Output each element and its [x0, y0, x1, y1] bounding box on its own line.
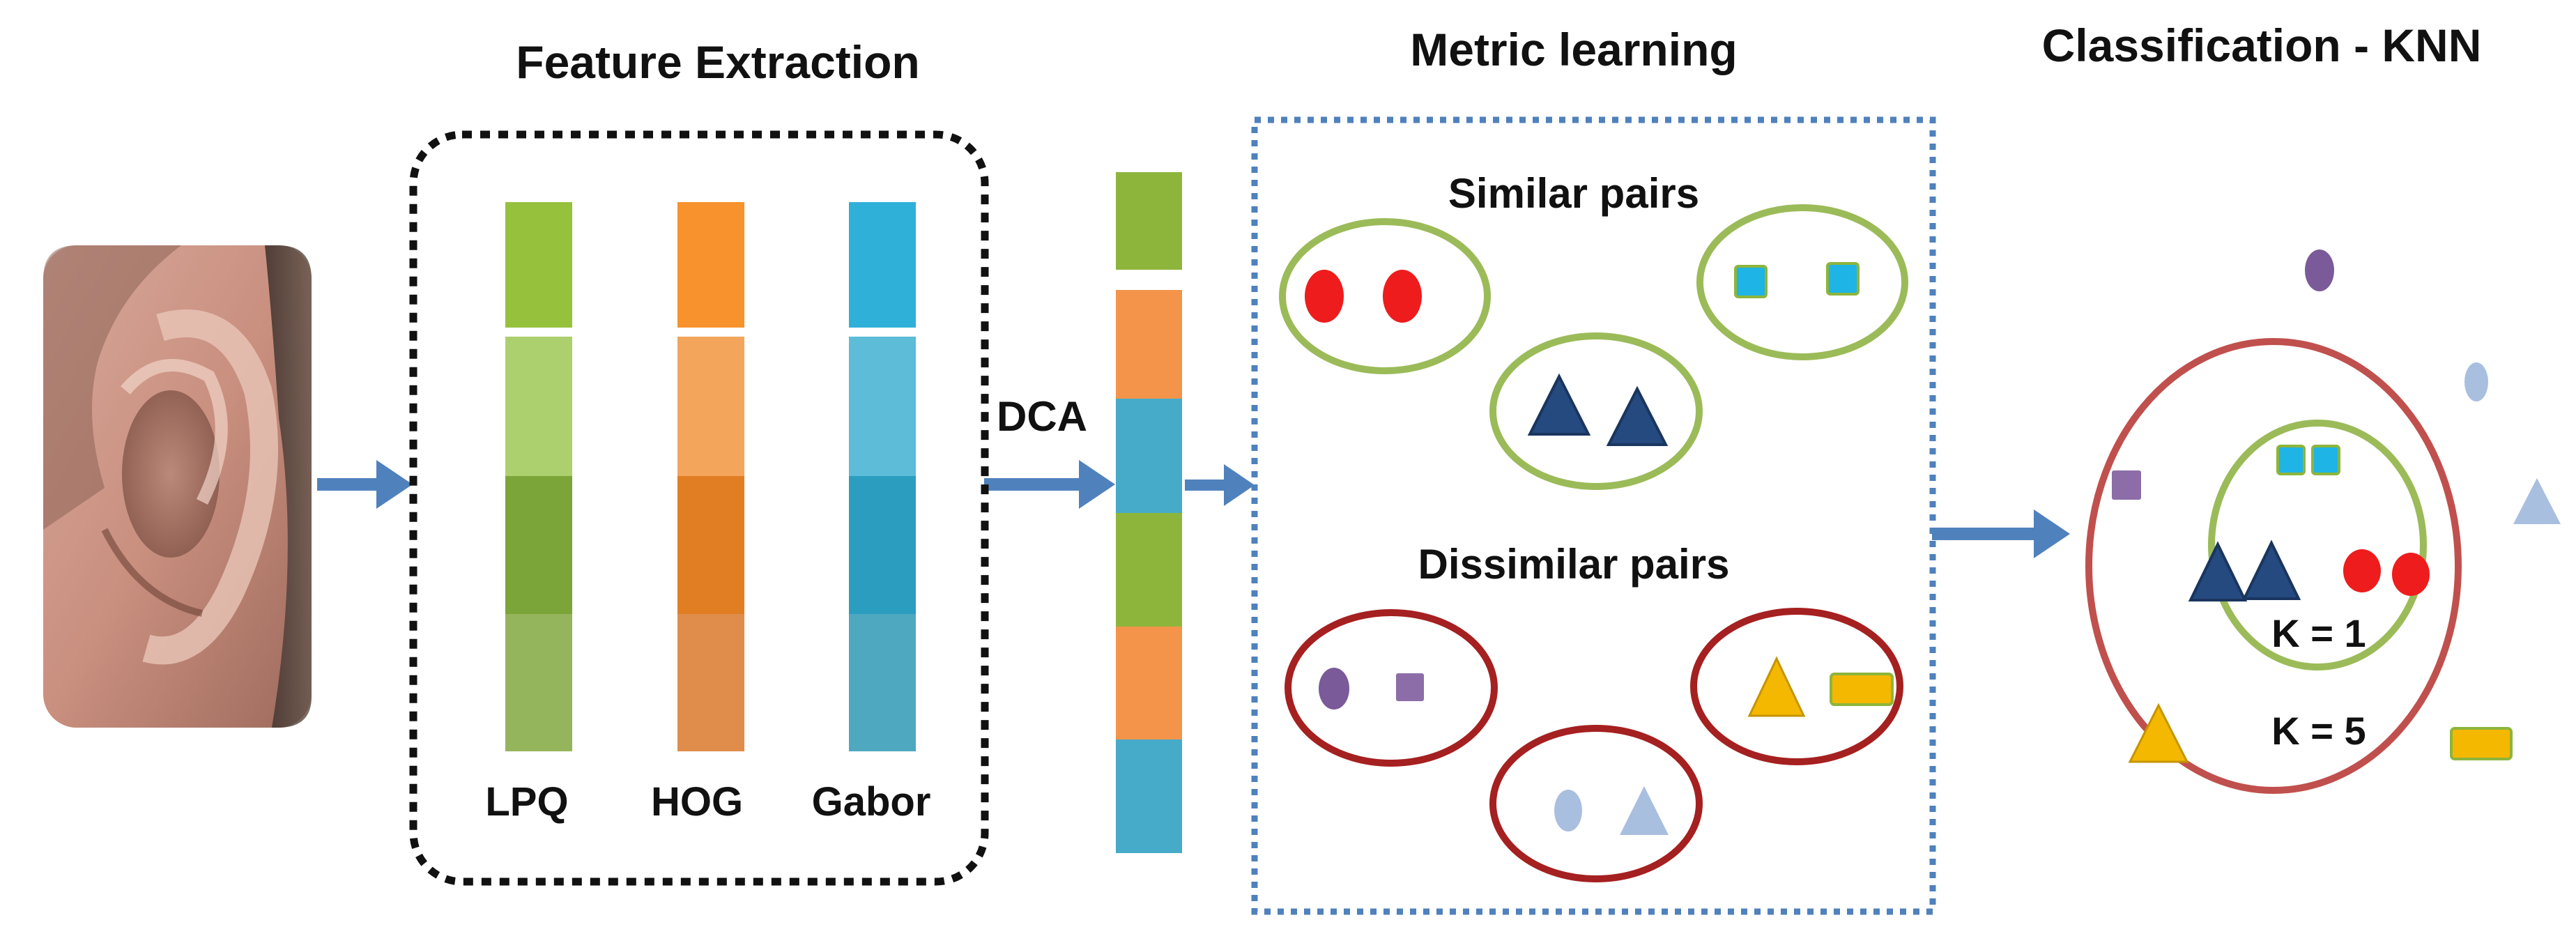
dca-label: DCA [997, 393, 1087, 440]
lightblue-triangle [2513, 478, 2561, 524]
dissimilar-pair-ring [1690, 608, 1903, 765]
similar-pair-circles [1279, 218, 1491, 374]
right-arrow-icon [984, 460, 1115, 509]
bar-separators [505, 279, 1182, 337]
gold-rectangle [1830, 673, 1894, 706]
similar-pair-ring [1279, 218, 1491, 374]
gold-triangle [1747, 656, 1806, 717]
fused-feature-bar [1116, 172, 1182, 853]
similar-pair-ring [1489, 332, 1703, 490]
k1-label: K = 1 [2271, 611, 2366, 655]
purple-square [2112, 470, 2141, 500]
red-circle [2392, 553, 2430, 596]
red-circle [1383, 270, 1422, 323]
dissimilar-pairs-label: Dissimilar pairs [1418, 541, 1730, 588]
hog-feature-bar [677, 202, 744, 751]
classification-title: Classification - KNN [2042, 20, 2482, 71]
gold-rectangle [2450, 727, 2513, 760]
gold-triangle [2128, 703, 2189, 763]
gabor-label: Gabor [812, 779, 931, 825]
lightblue-triangle [1620, 786, 1669, 835]
cyan-square [1734, 265, 1768, 298]
right-arrow-icon [1932, 509, 2070, 558]
feature-extraction-box [409, 130, 989, 886]
cyan-square [2276, 445, 2306, 475]
red-circle [2343, 549, 2381, 592]
lpq-label: LPQ [485, 779, 568, 825]
cyan-square [1826, 262, 1860, 296]
similar-pair-triangles [1489, 332, 1703, 490]
dissimilar-pair-ring [1489, 725, 1703, 882]
right-arrow-icon [1185, 464, 1255, 506]
knn-classification: K = 1 K = 5 [2085, 250, 2561, 794]
similar-pair-ring [1696, 204, 1908, 360]
knn-k1-ring [2208, 420, 2427, 670]
similar-pair-squares [1696, 204, 1908, 360]
cyan-square [2311, 445, 2340, 475]
purple-ellipse [2305, 250, 2334, 291]
dissimilar-pair-lightblue [1489, 725, 1703, 882]
hog-label: HOG [651, 779, 743, 825]
knn-k5-ring [2085, 338, 2462, 794]
dissimilar-pair-ring [1285, 609, 1498, 767]
navy-triangle [1606, 385, 1669, 446]
purple-ellipse [1319, 668, 1349, 710]
similar-pairs-label: Similar pairs [1448, 170, 1699, 217]
purple-square [1396, 673, 1424, 701]
dissimilar-pair-gold [1690, 608, 1903, 765]
red-circle [1305, 270, 1344, 323]
navy-triangle [2241, 539, 2301, 600]
k5-label: K = 5 [2271, 709, 2366, 753]
metric-learning-title: Metric learning [1410, 24, 1737, 75]
metric-learning-box [1251, 116, 1936, 915]
dissimilar-pair-purple [1285, 609, 1498, 767]
lightblue-ellipse [1554, 790, 1582, 831]
ear-photo [43, 245, 312, 728]
feature-extraction-title: Feature Extraction [516, 36, 920, 88]
navy-triangle [2188, 541, 2248, 601]
navy-triangle [1527, 373, 1591, 436]
lightblue-ellipse [2464, 362, 2488, 401]
gabor-feature-bar [849, 202, 916, 751]
arrows [317, 460, 2070, 558]
right-arrow-icon [317, 460, 413, 509]
lpq-feature-bar [505, 202, 572, 751]
